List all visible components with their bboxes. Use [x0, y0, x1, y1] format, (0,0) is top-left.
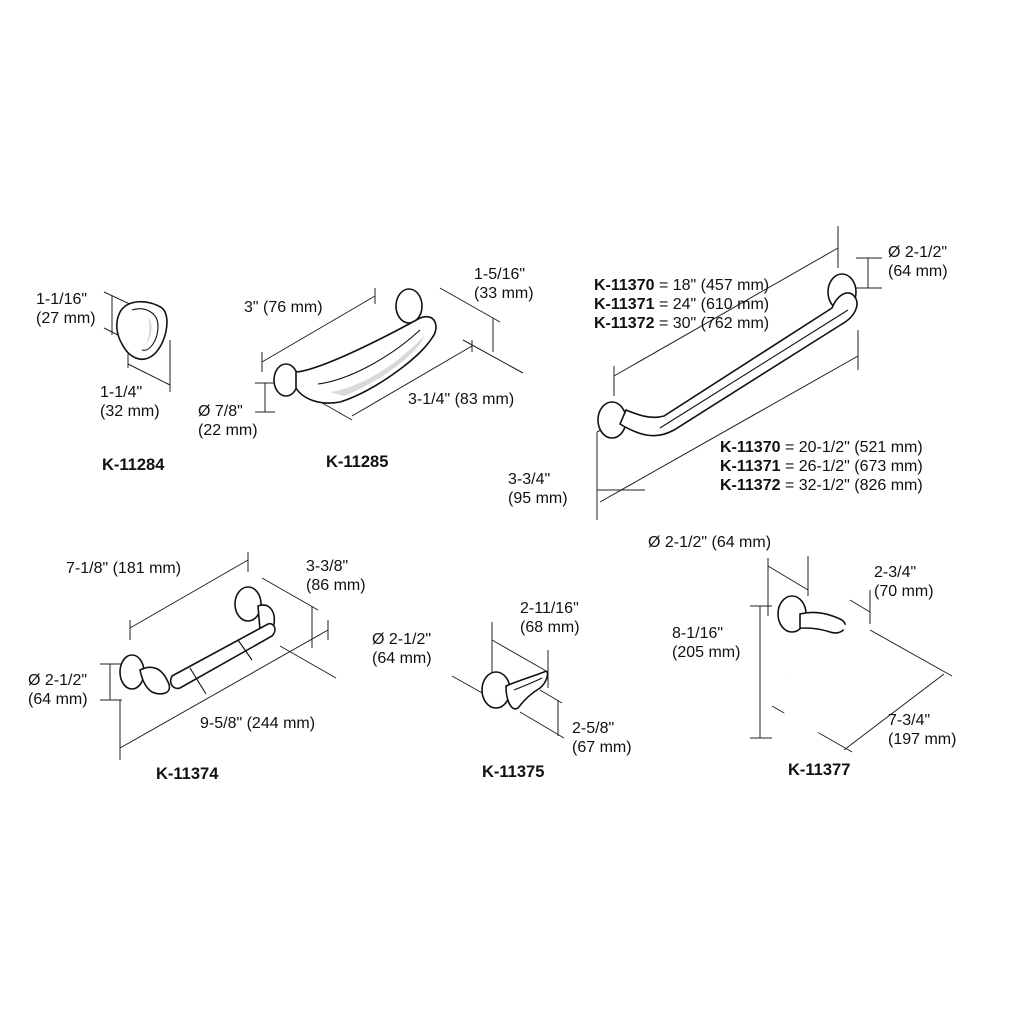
k11284-depth: 1-1/4"	[100, 384, 143, 401]
k11284-depth-mm: (32 mm)	[100, 403, 160, 420]
k11377-model: K-11377	[788, 761, 851, 779]
k11375-height: 2-11/16"	[520, 600, 579, 617]
k11285-length: 3" (76 mm)	[244, 299, 323, 316]
k11375-dia-mm: (64 mm)	[372, 650, 432, 667]
k11374-drawing	[100, 552, 337, 760]
k11374-width: 7-1/8" (181 mm)	[66, 560, 182, 577]
k1137x-inner-1: K-11370 = 18" (457 mm)	[594, 277, 770, 294]
k11374-overall: 9-5/8" (244 mm)	[200, 715, 316, 732]
k11284-model: K-11284	[102, 456, 165, 474]
k11374-proj: 3-3/8"	[306, 558, 349, 575]
k11285-model: K-11285	[326, 453, 389, 471]
k11285-drawing	[255, 287, 524, 421]
k11285-dia: Ø 7/8"	[198, 403, 243, 420]
k1137x-inner-2: K-11371 = 24" (610 mm)	[594, 296, 770, 313]
k1137x-overall-1: K-11370 = 20-1/2" (521 mm)	[720, 439, 923, 456]
k11374-dia-mm: (64 mm)	[28, 691, 88, 708]
k11377-width: 7-3/4"	[888, 712, 931, 729]
k11377-width-mm: (197 mm)	[888, 731, 957, 748]
k11375-model: K-11375	[482, 763, 545, 781]
k11374-dia: Ø 2-1/2"	[28, 672, 88, 689]
k11375-height-mm: (68 mm)	[520, 619, 580, 636]
k11377-height: 8-1/16"	[672, 625, 724, 642]
k1137x-overall-2: K-11371 = 26-1/2" (673 mm)	[720, 458, 923, 475]
k1137x-dia: Ø 2-1/2"	[888, 244, 948, 261]
k11284-height-mm: (27 mm)	[36, 310, 96, 327]
k11285-height-mm: (33 mm)	[474, 285, 534, 302]
k11375-dia: Ø 2-1/2"	[372, 631, 432, 648]
k11377-height-mm: (205 mm)	[672, 644, 741, 661]
k11375-proj-mm: (67 mm)	[572, 739, 632, 756]
k1137x-proj-mm: (95 mm)	[508, 490, 568, 507]
k11377-proj-mm: (70 mm)	[874, 583, 934, 600]
k11374-model: K-11374	[156, 765, 219, 783]
k1137x-dia-mm: (64 mm)	[888, 263, 948, 280]
k11377-proj: 2-3/4"	[874, 564, 917, 581]
k11374-proj-mm: (86 mm)	[306, 577, 366, 594]
k11375-proj: 2-5/8"	[572, 720, 615, 737]
k11285-height: 1-5/16"	[474, 266, 526, 283]
k1137x-drawing	[596, 226, 882, 520]
k11377-dia: Ø 2-1/2" (64 mm)	[648, 534, 772, 551]
k11377-drawing	[750, 556, 953, 753]
k11284-height: 1-1/16"	[36, 291, 88, 308]
k1137x-inner-3: K-11372 = 30" (762 mm)	[594, 315, 770, 332]
k11285-dia-mm: (22 mm)	[198, 422, 258, 439]
k11284-drawing	[103, 291, 171, 392]
k1137x-overall-3: K-11372 = 32-1/2" (826 mm)	[720, 477, 923, 494]
k1137x-proj: 3-3/4"	[508, 471, 551, 488]
k11375-drawing	[451, 622, 565, 739]
k11285-proj: 3-1/4" (83 mm)	[408, 391, 515, 408]
